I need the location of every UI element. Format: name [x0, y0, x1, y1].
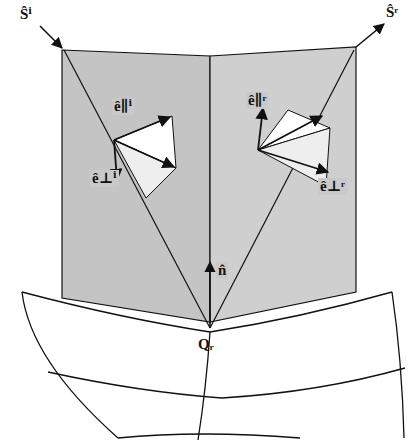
- e-reflected-arrow: [258, 116, 322, 150]
- point-label: Qᵣ: [196, 336, 215, 353]
- e-perp-incident-label: ê⊥ⁱ: [90, 170, 119, 187]
- e-parallel-reflected-arrow: [258, 108, 263, 150]
- incident-ray-arrow: [40, 26, 62, 48]
- e-parallel-incident-arrow: [114, 117, 170, 140]
- normal-label: n̂: [216, 262, 228, 279]
- normal-vector: [209, 262, 211, 328]
- e-parallel-reflected-label: ê∥ʳ: [246, 92, 268, 109]
- e-incident-arrow: [114, 140, 174, 167]
- reflected-ray: [210, 50, 354, 328]
- e-parallel-incident-label: ê∥ⁱ: [112, 98, 134, 115]
- reflected-ray-arrow: [356, 24, 384, 47]
- reflected-direction-label: Ŝʳ: [384, 4, 400, 21]
- e-perp-reflected-arrow: [258, 150, 328, 172]
- e-perp-reflected-label: ê⊥ʳ: [318, 178, 347, 195]
- incident-direction-label: Ŝⁱ: [18, 6, 34, 23]
- incident-ray: [64, 50, 210, 328]
- incident-triangle-lower: [114, 140, 176, 198]
